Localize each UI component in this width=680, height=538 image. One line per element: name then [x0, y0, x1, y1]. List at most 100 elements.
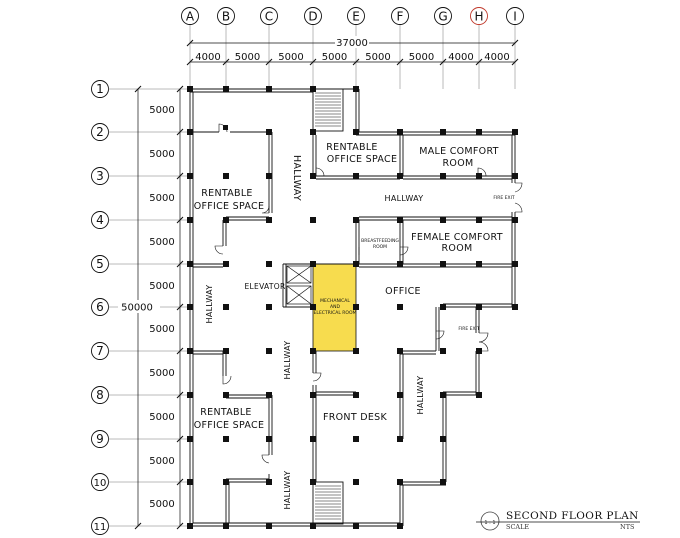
label-hallway-bottom: HALLWAY [283, 471, 292, 510]
label-rentable-bottom-2: OFFICE SPACE [194, 420, 265, 431]
grid-bubble-d: D [304, 7, 322, 25]
spacing-8-9: 5000 [149, 412, 174, 423]
room-labels: RENTABLE OFFICE SPACE MALE COMFORT ROOM … [194, 142, 515, 509]
svg-text:2: 2 [96, 125, 104, 139]
dimension-labels: 37000 4000 5000 5000 5000 5000 5000 4000… [120, 36, 510, 510]
grid-bubble-c: C [260, 7, 278, 25]
grid-bubble-4: 4 [91, 211, 109, 229]
svg-text:G: G [438, 10, 447, 24]
spacing-h-i: 4000 [484, 52, 509, 63]
label-male-comfort-1: MALE COMFORT [419, 146, 499, 157]
label-mechanical-2: AND [330, 304, 340, 310]
spacing-1-2: 5000 [149, 105, 174, 116]
label-rentable-bottom-1: RENTABLE [200, 407, 252, 418]
spacing-c-d: 5000 [278, 52, 303, 63]
spacing-6-7: 5000 [149, 324, 174, 335]
spacing-10-11: 5000 [149, 499, 174, 510]
svg-text:8: 8 [96, 388, 104, 402]
grid-bubble-e: E [347, 7, 365, 25]
grid-bubble-3: 3 [91, 167, 109, 185]
svg-text:10: 10 [94, 478, 107, 489]
grid-bubble-10: 10 [91, 473, 109, 491]
label-rentable-left-2: OFFICE SPACE [194, 201, 265, 212]
svg-text:6: 6 [96, 300, 104, 314]
svg-text:H: H [474, 10, 483, 24]
grid-bubble-a: A [181, 7, 199, 25]
svg-text:7: 7 [96, 344, 104, 358]
svg-text:1: 1 [96, 82, 104, 96]
label-hallway-top: HALLWAY [291, 155, 302, 201]
grid-bubble-1: 1 [91, 80, 109, 98]
label-elevator: ELEVATOR [245, 282, 286, 291]
spacing-7-8: 5000 [149, 368, 174, 379]
label-fire-exit-mid: FIRE EXIT [458, 326, 480, 332]
svg-text:11: 11 [94, 522, 107, 533]
stair-bottom [312, 481, 344, 525]
spacing-f-g: 5000 [409, 52, 434, 63]
svg-text:A: A [186, 10, 195, 24]
label-hallway-right: HALLWAY [385, 194, 424, 203]
grid-bubble-f: F [391, 7, 409, 25]
overall-height-label: 50000 [121, 303, 153, 314]
spacing-3-4: 5000 [149, 193, 174, 204]
overall-width-label: 37000 [336, 38, 368, 49]
grid-bubble-h: H [470, 7, 488, 25]
label-mechanical-3: ELECTRICAL ROOM [314, 310, 357, 316]
label-breastfeeding-2: ROOM [373, 244, 387, 250]
spacing-9-10: 5000 [149, 456, 174, 467]
grid-bubble-11: 11 [91, 517, 109, 535]
label-front-desk: FRONT DESK [323, 412, 388, 423]
label-hallway-left: HALLWAY [205, 285, 214, 324]
grid-bubble-g: G [434, 7, 452, 25]
svg-text:B: B [222, 10, 230, 24]
svg-text:F: F [397, 10, 404, 24]
grid-bubble-i: I [506, 7, 524, 25]
column-grid-bubbles: A B C D E F G H I [181, 7, 524, 25]
label-mechanical-1: MECHANICAL [320, 298, 350, 304]
label-rentable-left-1: RENTABLE [201, 188, 253, 199]
spacing-e-f: 5000 [365, 52, 390, 63]
grid-bubble-8: 8 [91, 386, 109, 404]
grid-bubble-b: B [217, 7, 235, 25]
interior-walls [193, 131, 512, 523]
label-fire-exit-top: FIRE EXIT [493, 195, 515, 201]
label-female-comfort-2: ROOM [442, 243, 473, 254]
grid-bubble-7: 7 [91, 342, 109, 360]
door-swings [214, 123, 523, 464]
drawing-title: SECOND FLOOR PLAN [506, 510, 639, 522]
label-female-comfort-1: FEMALE COMFORT [411, 232, 503, 243]
label-rentable-top-2: OFFICE SPACE [327, 154, 398, 165]
grid-lines [108, 25, 516, 527]
scale-symbol: 1 : 1 [484, 520, 495, 526]
exterior-walls [189, 88, 516, 527]
svg-text:5: 5 [96, 257, 104, 271]
grid-bubble-5: 5 [91, 255, 109, 273]
spacing-b-c: 5000 [235, 52, 260, 63]
dimension-ticks [134, 39, 519, 530]
spacing-a-b: 4000 [195, 52, 220, 63]
grid-bubble-6: 6 [91, 298, 109, 316]
svg-text:C: C [265, 10, 273, 24]
svg-text:D: D [308, 10, 317, 24]
label-male-comfort-2: ROOM [443, 158, 474, 169]
scale-label: SCALE [506, 523, 529, 531]
label-office: OFFICE [385, 286, 421, 297]
stair-top [312, 88, 344, 132]
svg-text:3: 3 [96, 169, 104, 183]
svg-text:I: I [513, 10, 517, 24]
spacing-d-e: 5000 [322, 52, 347, 63]
grid-bubble-9: 9 [91, 430, 109, 448]
svg-text:4: 4 [96, 213, 104, 227]
spacing-4-5: 5000 [149, 237, 174, 248]
scale-value: NTS [620, 523, 634, 531]
svg-text:9: 9 [96, 432, 104, 446]
spacing-5-6: 5000 [149, 281, 174, 292]
spacing-g-h: 4000 [448, 52, 473, 63]
label-hallway-right-vertical: HALLWAY [416, 376, 425, 415]
elevator-shafts [286, 265, 312, 305]
label-rentable-top-1: RENTABLE [326, 142, 378, 153]
structural-columns [187, 86, 518, 529]
row-grid-bubbles: 1 2 3 4 5 6 7 8 9 10 11 [91, 80, 109, 535]
svg-text:E: E [352, 10, 360, 24]
